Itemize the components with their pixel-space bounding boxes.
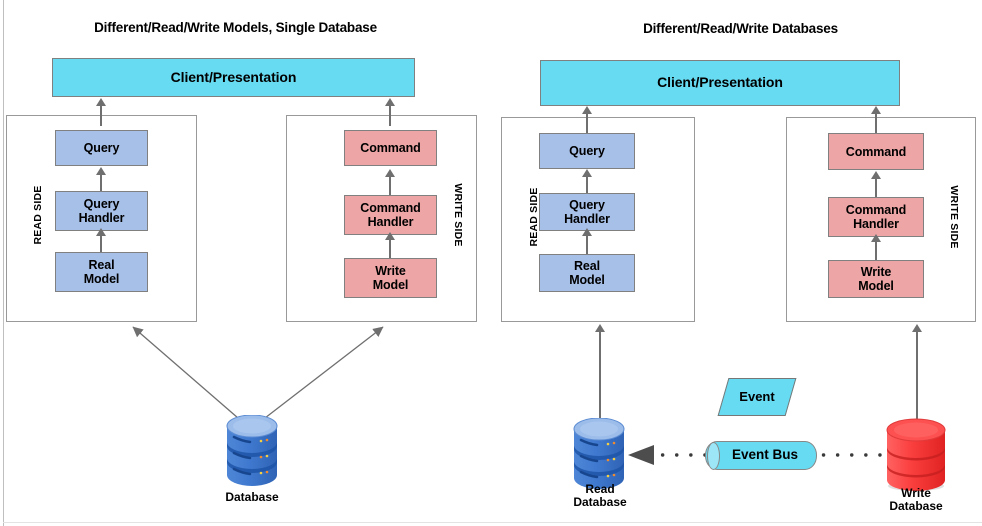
arrowhead-readpanel-to-client-left <box>96 98 106 106</box>
client-presentation-box-left[interactable]: Client/Presentation <box>52 58 415 97</box>
node-query-handler-left[interactable]: Query Handler <box>55 191 148 231</box>
arrowhead-writepanel-to-client-right <box>871 106 881 114</box>
read-side-label-left: READ SIDE <box>32 185 44 245</box>
node-write-model-left[interactable]: Write Model <box>344 258 437 298</box>
arrowhead-realmodel-to-queryhandler-right <box>582 228 592 236</box>
node-query-right[interactable]: Query <box>539 133 635 169</box>
node-command-left[interactable]: Command <box>344 130 437 166</box>
read-side-panel-right <box>501 117 695 322</box>
arrowhead-writepanel-to-client-left <box>385 98 395 106</box>
arrow-queryhandler-to-query-right <box>586 172 588 193</box>
arrowhead-writemodel-to-commandhandler-right <box>871 234 881 242</box>
node-command-right[interactable]: Command <box>828 133 924 170</box>
page-border-bottom <box>3 522 982 523</box>
arrow-readdb-to-readpanel <box>599 330 601 420</box>
arrowhead-readdb-to-readpanel <box>595 324 605 332</box>
database-caption-write: Write Database <box>889 486 943 514</box>
arrowhead-into-read-db <box>628 445 654 465</box>
write-side-panel-right <box>786 117 976 322</box>
arrow-realmodel-to-queryhandler-right <box>586 231 588 254</box>
page-border-left <box>3 0 4 526</box>
arrow-readpanel-to-client-left <box>100 104 102 126</box>
client-presentation-box-right[interactable]: Client/Presentation <box>540 60 900 106</box>
arrowhead-commandhandler-to-command-left <box>385 169 395 177</box>
event-label: Event <box>739 389 775 404</box>
write-side-label-right: WRITE SIDE <box>948 185 960 249</box>
arrowhead-writemodel-to-commandhandler-left <box>385 232 395 240</box>
arrow-db-to-write <box>264 326 384 419</box>
node-query-handler-right[interactable]: Query Handler <box>539 193 635 231</box>
database-caption-shared: Database <box>225 490 279 504</box>
arrowhead-commandhandler-to-command-right <box>871 171 881 179</box>
arrowhead-queryhandler-to-query-right <box>582 169 592 177</box>
database-cylinder-read[interactable] <box>572 417 626 490</box>
arrow-realmodel-to-queryhandler-left <box>100 231 102 252</box>
node-command-handler-right[interactable]: Command Handler <box>828 197 924 237</box>
arrow-writepanel-to-client-left <box>389 104 391 126</box>
arrow-commandhandler-to-command-left <box>389 172 391 195</box>
node-write-model-right[interactable]: Write Model <box>828 260 924 298</box>
write-side-label-left: WRITE SIDE <box>452 183 464 247</box>
event-bus-cap <box>707 441 720 470</box>
node-command-handler-left[interactable]: Command Handler <box>344 195 437 235</box>
event-bus-label: Event Bus <box>731 447 799 462</box>
arrow-queryhandler-to-query-left <box>100 170 102 191</box>
arrow-readpanel-to-client-right <box>586 112 588 133</box>
arrowhead-queryhandler-to-query-left <box>96 167 106 175</box>
node-real-model-right[interactable]: Real Model <box>539 254 635 292</box>
arrowhead-readpanel-to-client-right <box>582 106 592 114</box>
database-cylinder-shared[interactable] <box>225 414 279 487</box>
database-cylinder-write[interactable] <box>884 418 948 492</box>
arrow-writedb-to-writepanel <box>916 330 918 422</box>
node-query-left[interactable]: Query <box>55 130 148 166</box>
diagram-title-separate-databases: Different/Read/Write Databases <box>643 21 838 36</box>
database-caption-read: Read Database <box>573 482 627 510</box>
arrow-commandhandler-to-command-right <box>875 174 877 197</box>
diagram-title-single-database: Different/Read/Write Models, Single Data… <box>94 20 377 35</box>
arrow-writemodel-to-commandhandler-left <box>389 235 391 258</box>
event-bus-shape[interactable] <box>705 441 817 470</box>
arrowhead-writedb-to-writepanel <box>912 324 922 332</box>
arrow-writemodel-to-commandhandler-right <box>875 237 877 260</box>
arrow-db-to-read <box>132 326 239 419</box>
arrowhead-realmodel-to-queryhandler-left <box>96 228 106 236</box>
write-side-panel-left <box>286 115 477 322</box>
node-real-model-left[interactable]: Real Model <box>55 252 148 292</box>
arrow-writepanel-to-client-right <box>875 112 877 133</box>
